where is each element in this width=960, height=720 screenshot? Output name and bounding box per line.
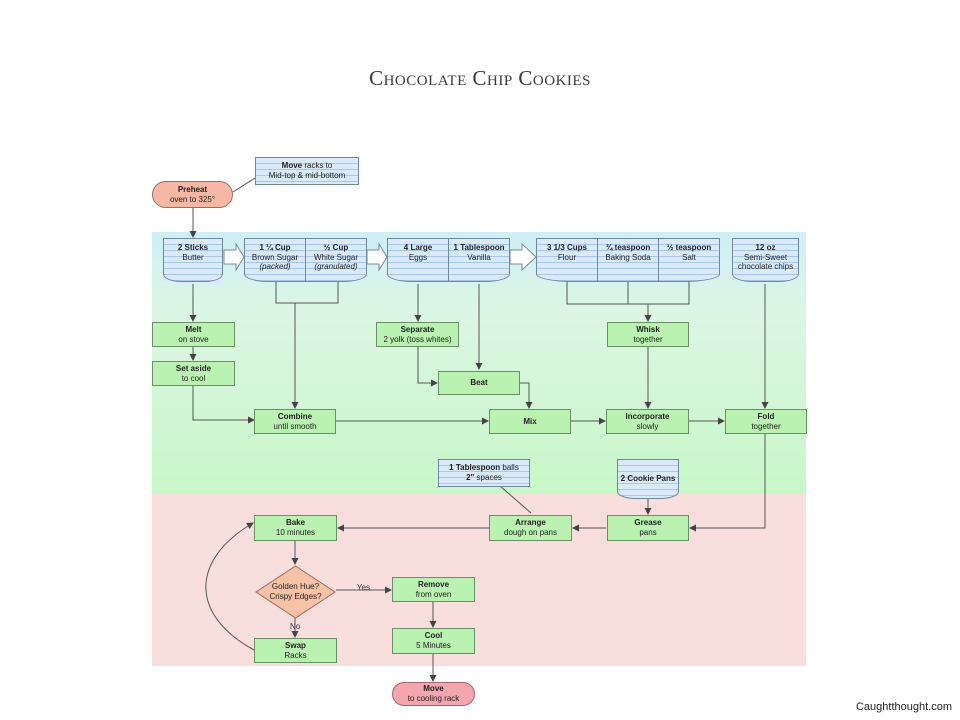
decision-text: Golden Hue? Crispy Edges? <box>269 582 322 601</box>
ingredient-flour: 3 1/3 Cups Flour <box>537 239 598 281</box>
ingredient-butter: 2 Sticks Butter <box>163 238 223 282</box>
preheat-terminal: Preheat oven to 325° <box>152 181 233 208</box>
connector <box>520 382 533 409</box>
ingredient-chips: 12 oz Semi-Sweet chocolate chips <box>732 238 799 282</box>
connector <box>689 434 766 532</box>
ingredient-dry: 3 1/3 Cups Flour ¾ teaspoon Baking Soda … <box>536 238 720 282</box>
move-terminal: Move to cooling rack <box>392 682 475 706</box>
ingredient-white-sugar: ½ Cup White Sugar (granulated) <box>313 243 359 272</box>
connector <box>192 386 255 424</box>
ingredient-cookie-pans: 2 Cookie Pans <box>617 459 679 499</box>
credit-text: Caughtthought.com <box>855 701 952 713</box>
step-mix: Mix <box>489 409 571 434</box>
flow-chevron <box>509 242 537 272</box>
ingredient-salt: ½ teaspoon Salt <box>666 243 712 262</box>
connector <box>205 522 255 651</box>
connector <box>232 177 256 193</box>
ingredient-vanilla: 1 Tablespoon Vanilla <box>453 243 505 262</box>
ingredient-eggs: 4 Large Eggs <box>388 239 449 281</box>
connector <box>275 280 339 304</box>
ingredient-brown-sugar: 1 ¼ Cup Brown Sugar (packed) <box>245 239 306 281</box>
yes-label: Yes <box>357 583 371 592</box>
ingredient-baking-soda: ¾ teaspoon Baking Soda <box>598 239 659 281</box>
decision-diamond <box>255 565 336 619</box>
note-move-racks: Move racks to Mid-top & mid-bottom <box>255 157 359 185</box>
ingredient-eggs-vanilla: 4 Large Eggs 1 Tablespoon Vanilla <box>387 238 510 282</box>
ingredient-sugars: 1 ¼ Cup Brown Sugar (packed) ½ Cup White… <box>244 238 367 282</box>
note-spoon-balls: 1 Tablespoon balls 2" spaces <box>438 459 530 487</box>
step-beat: Beat <box>438 371 520 395</box>
flow-chevron <box>223 242 245 272</box>
no-label: No <box>290 622 301 631</box>
connector <box>417 347 438 387</box>
connector <box>499 485 532 514</box>
slide-title: Chocolate Chip Cookies <box>369 66 591 90</box>
flow-chevron <box>366 242 388 272</box>
